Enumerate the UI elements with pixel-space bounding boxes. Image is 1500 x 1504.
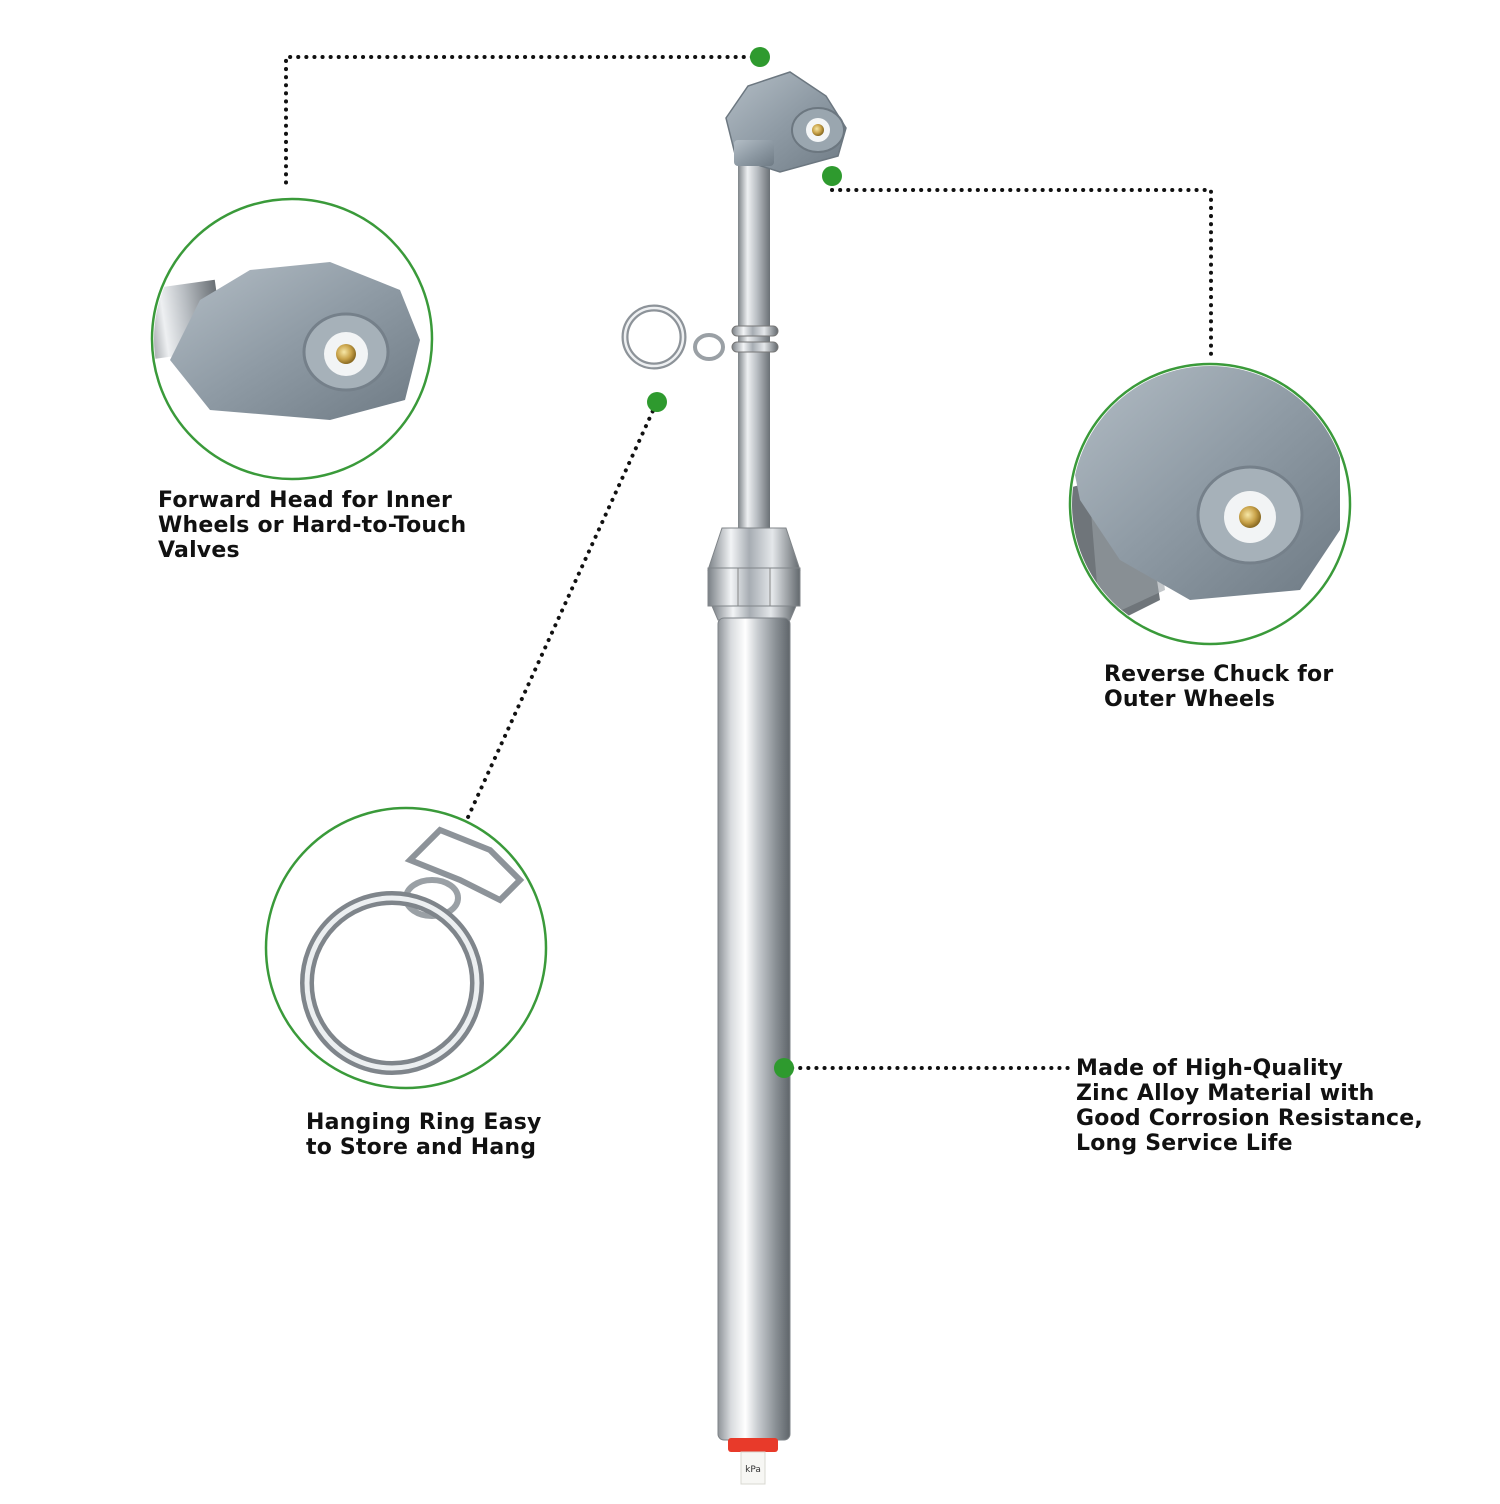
leader-line-forward-head [284,55,762,190]
scale-unit-label: kPa [745,1465,761,1475]
hanging-ring [621,304,687,370]
leader-line-reverse-chuck [830,188,1213,357]
leader-lines [284,55,1213,1070]
hex-collar [707,527,801,621]
green-dot-icon [647,392,667,412]
callout-material-label: Made of High-Quality Zinc Alloy Material… [1076,1056,1423,1156]
callout-hanging-ring-label: Hanging Ring Easy to Store and Hang [306,1110,542,1160]
green-dot-icon [750,47,770,67]
red-band [728,1438,778,1452]
detail-circle-reverse-chuck [1068,362,1352,646]
callout-forward-head-label: Forward Head for Inner Wheels or Hard-to… [158,488,467,563]
detail-circle-hanging-ring [264,806,548,1090]
callout-markers [647,47,842,1078]
green-dot-icon [774,1058,794,1078]
detail-circle-forward-head [150,197,434,481]
scale-bar [740,1451,766,1485]
green-dot-icon [822,166,842,186]
dual-chuck-head [725,71,847,173]
callout-reverse-chuck-label: Reverse Chuck for Outer Wheels [1104,662,1334,712]
gauge-barrel [717,617,791,1441]
tire-pressure-gauge: kPa [621,71,847,1485]
leader-line-hanging-ring [462,402,658,828]
